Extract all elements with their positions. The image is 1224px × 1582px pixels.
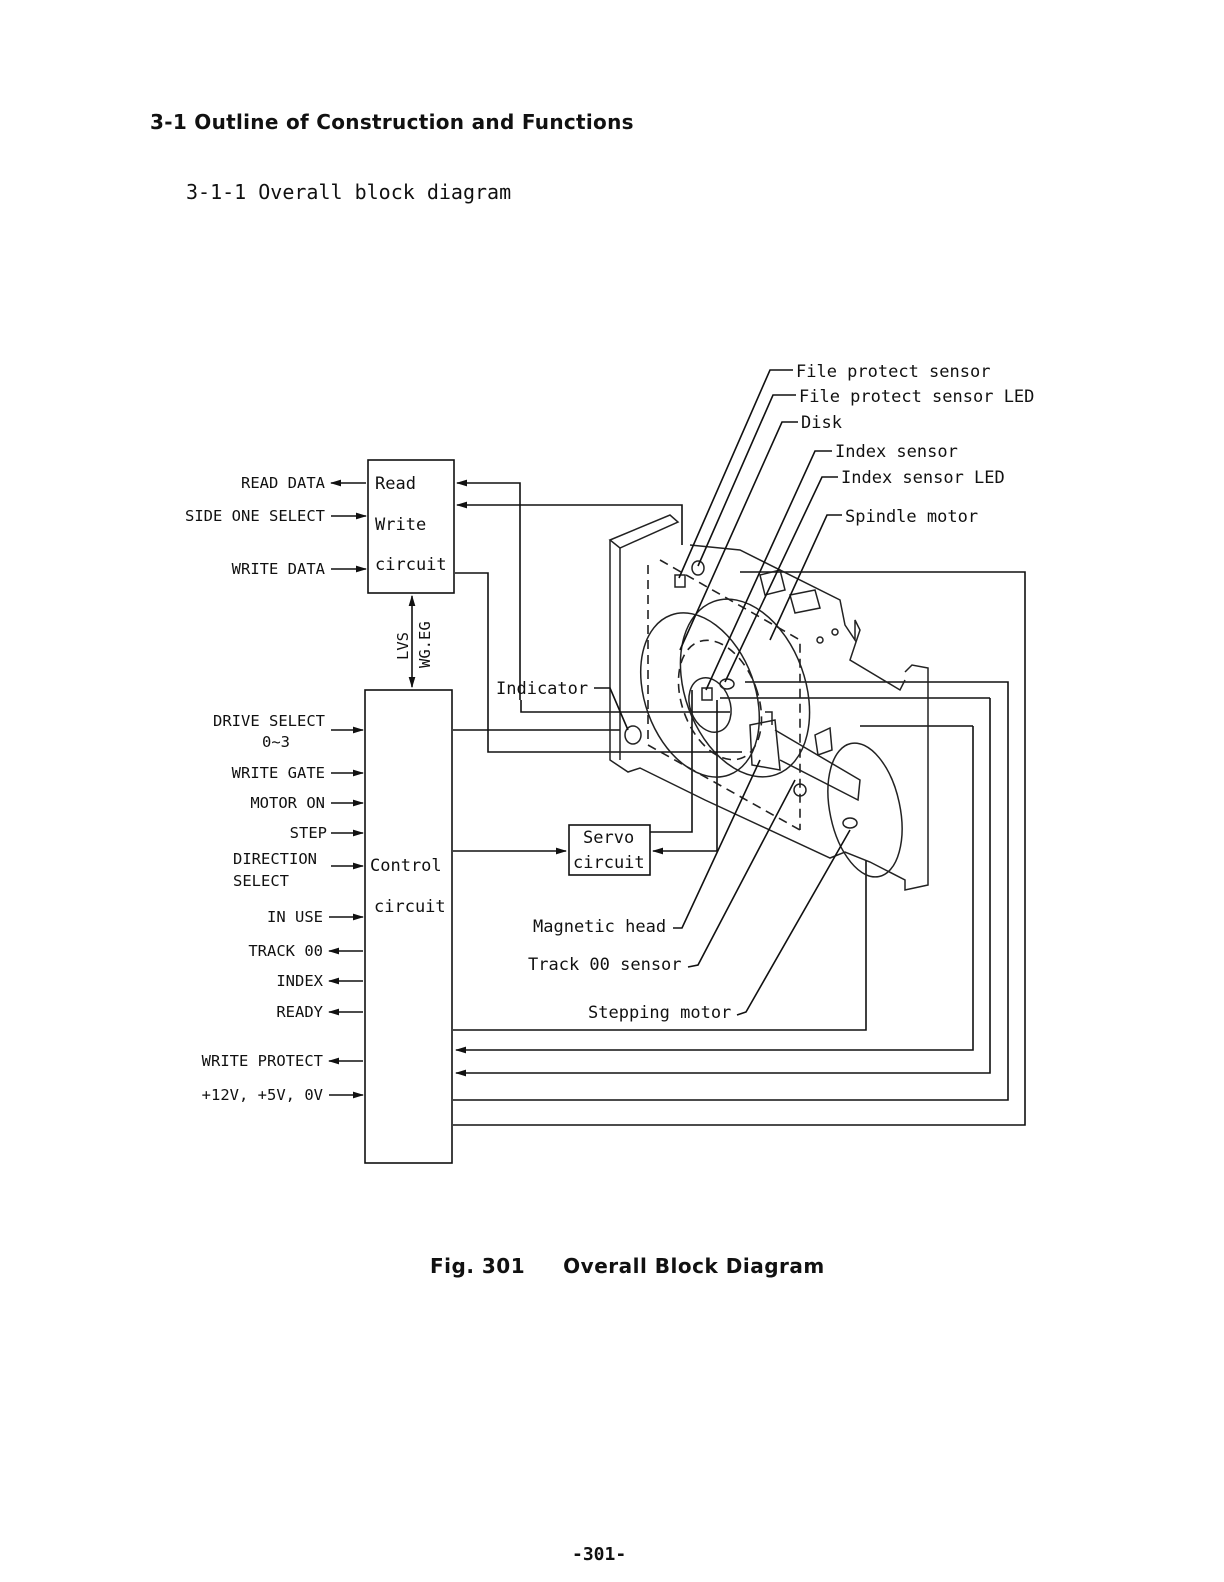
- signal-drive-select: DRIVE SELECT: [213, 712, 325, 730]
- subsection-title: 3-1-1 Overall block diagram: [186, 180, 512, 204]
- label-spindle-motor: Spindle motor: [845, 507, 978, 527]
- figure-title: Overall Block Diagram: [563, 1254, 825, 1278]
- signal-direction-sub: SELECT: [233, 872, 289, 890]
- control-circuit-block: Control circuit: [364, 689, 453, 1164]
- drive-mechanism-drawing: [608, 514, 929, 891]
- label-file-protect-sensor: File protect sensor: [796, 362, 990, 382]
- signal-track-00: TRACK 00: [248, 942, 323, 960]
- bus-link: LVS WG.EG: [394, 594, 434, 689]
- signal-ready: READY: [276, 1003, 323, 1021]
- servo-line-1: Servo: [583, 828, 634, 848]
- control-line-2: circuit: [374, 897, 446, 917]
- label-index-sensor-led: Index sensor LED: [841, 468, 1005, 488]
- label-indicator: Indicator: [496, 679, 588, 699]
- left-signals: READ DATA SIDE ONE SELECT WRITE DATA DRI…: [185, 474, 368, 1104]
- label-index-sensor: Index sensor: [835, 442, 958, 462]
- rw-line-2: Write: [375, 515, 426, 535]
- signal-read-data: READ DATA: [241, 474, 326, 492]
- signal-write-protect: WRITE PROTECT: [202, 1052, 323, 1070]
- rw-line-3: circuit: [375, 555, 447, 575]
- signal-step: STEP: [290, 824, 327, 842]
- signal-power: +12V, +5V, 0V: [202, 1086, 323, 1104]
- signal-side-one-select: SIDE ONE SELECT: [185, 507, 325, 525]
- figure-number: Fig. 301: [430, 1254, 526, 1278]
- signal-in-use: IN USE: [267, 908, 323, 926]
- read-write-circuit-block: Read Write circuit: [367, 459, 455, 594]
- label-stepping-motor: Stepping motor: [588, 1003, 731, 1023]
- signal-motor-on: MOTOR ON: [250, 794, 325, 812]
- signal-write-data: WRITE DATA: [232, 560, 326, 578]
- servo-circuit-block: Servo circuit: [568, 824, 651, 876]
- label-disk: Disk: [801, 413, 842, 433]
- rw-line-1: Read: [375, 474, 416, 494]
- signal-index: INDEX: [276, 972, 323, 990]
- signal-write-gate: WRITE GATE: [232, 764, 325, 782]
- component-callouts: File protect sensor File protect sensor …: [496, 362, 1034, 1023]
- wiring: [453, 479, 1026, 1126]
- bus-label-wg-eg: WG.EG: [416, 621, 434, 668]
- bus-label-lvs: LVS: [394, 632, 412, 660]
- label-magnetic-head: Magnetic head: [533, 917, 666, 937]
- signal-direction: DIRECTION: [233, 850, 317, 868]
- control-line-1: Control: [370, 856, 442, 876]
- label-track00-sensor: Track 00 sensor: [528, 955, 682, 975]
- section-title: 3-1 Outline of Construction and Function…: [150, 110, 634, 134]
- figure-caption: Fig. 301 Overall Block Diagram: [430, 1254, 825, 1278]
- servo-line-2: circuit: [573, 853, 645, 873]
- label-file-protect-sensor-led: File protect sensor LED: [799, 387, 1034, 407]
- signal-drive-select-sub: 0~3: [262, 733, 290, 751]
- page-number: -301-: [572, 1544, 627, 1565]
